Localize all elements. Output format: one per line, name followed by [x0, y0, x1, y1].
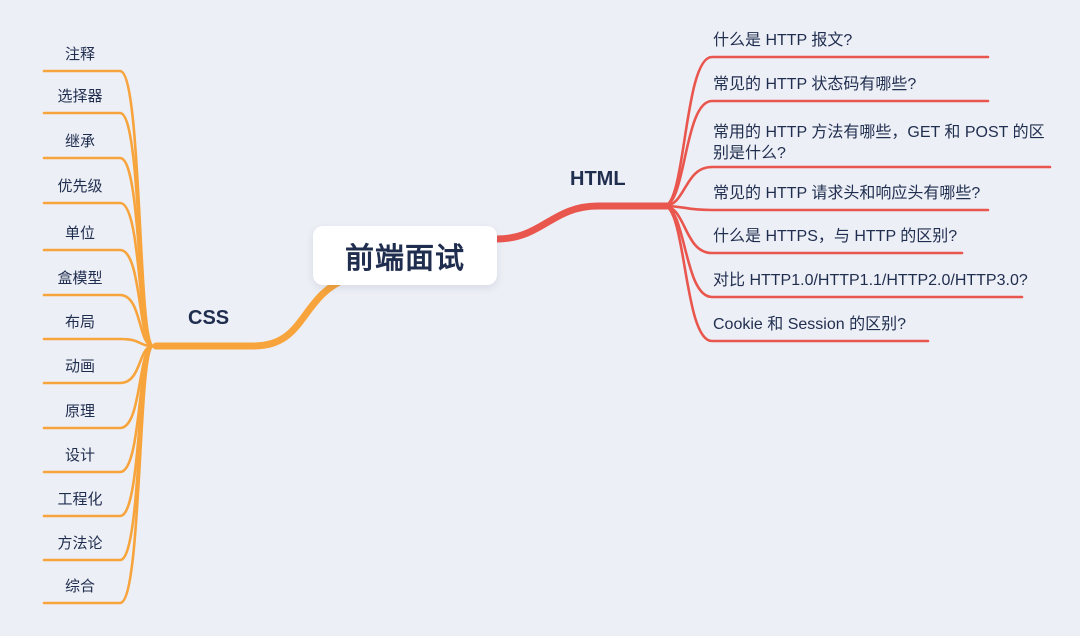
css-leaf-node[interactable]: 设计 — [64, 447, 95, 464]
css-leaf-node[interactable]: 方法论 — [57, 535, 103, 552]
central-topic[interactable]: 前端面试 — [313, 226, 497, 285]
css-leaf-node[interactable]: 工程化 — [57, 491, 103, 508]
html-leaf-connector — [662, 204, 990, 212]
css-leaf-node[interactable]: 优先级 — [57, 178, 103, 195]
css-leaf-node[interactable]: 布局 — [64, 314, 95, 331]
css-leaf-node[interactable]: 盒模型 — [57, 270, 103, 287]
css-leaf-node[interactable]: 动画 — [64, 358, 95, 375]
branch-label-css[interactable]: CSS — [188, 307, 230, 329]
html-main-branch — [493, 202, 671, 243]
html-leaf-connector — [662, 204, 930, 343]
html-leaf-node[interactable]: 常见的 HTTP 状态码有哪些? — [713, 76, 917, 93]
html-leaf-node[interactable]: Cookie 和 Session 的区别? — [713, 316, 906, 333]
css-leaf-node[interactable]: 原理 — [64, 403, 95, 420]
css-leaf-node[interactable]: 综合 — [64, 578, 95, 595]
html-leaf-node[interactable]: 常见的 HTTP 请求头和响应头有哪些? — [713, 185, 981, 202]
css-leaf-connector — [42, 344, 155, 605]
html-leaf-node[interactable]: 什么是 HTTP 报文? — [713, 32, 853, 49]
html-leaf-node[interactable]: 对比 HTTP1.0/HTTP1.1/HTTP2.0/HTTP3.0? — [713, 272, 1028, 289]
branch-label-html[interactable]: HTML — [570, 168, 626, 190]
central-topic-label: 前端面试 — [344, 242, 465, 275]
html-leaf-connector — [662, 165, 1052, 208]
css-leaf-connector — [42, 337, 155, 348]
css-main-branch — [152, 274, 352, 350]
css-leaf-connector — [42, 293, 155, 348]
html-leaf-node[interactable]: 常用的 HTTP 方法有哪些，GET 和 POST 的区别是什么? — [713, 124, 1045, 162]
css-leaf-connector — [42, 248, 155, 348]
css-leaf-node[interactable]: 单位 — [64, 225, 95, 242]
css-leaf-node[interactable]: 继承 — [64, 133, 95, 150]
css-leaf-node[interactable]: 注释 — [64, 46, 95, 63]
css-leaf-node[interactable]: 选择器 — [57, 88, 103, 105]
html-leaf-node[interactable]: 什么是 HTTPS，与 HTTP 的区别? — [713, 228, 958, 245]
html-leaf-connector — [662, 99, 990, 208]
